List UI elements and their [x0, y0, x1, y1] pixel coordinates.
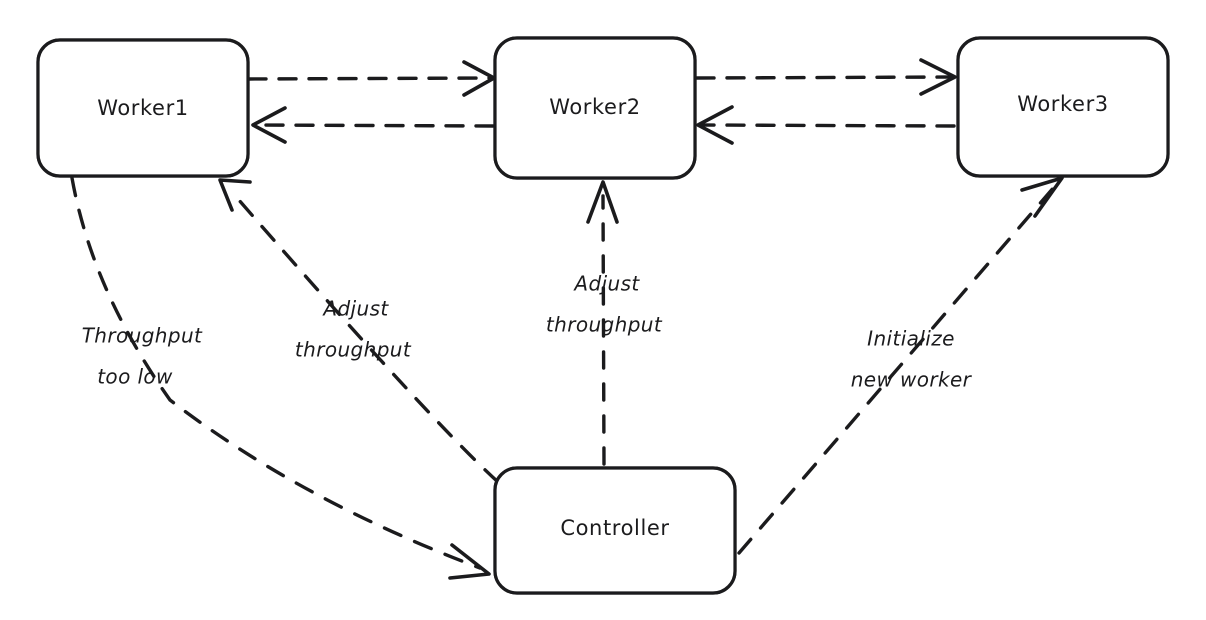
node-label-worker1: Worker1 [97, 96, 189, 120]
edge-controller-to-worker2[interactable] [586, 180, 619, 466]
edge-worker1-to-worker2[interactable] [247, 60, 496, 97]
node-worker2[interactable]: Worker2 [493, 36, 697, 180]
nodes-layer: Worker1 Worker2 Worker3 Controller [36, 36, 1170, 595]
edge-controller-to-worker1[interactable] [218, 178, 500, 484]
edge-label-initialize-new-worker-line2: new worker [851, 368, 973, 392]
node-label-worker2: Worker2 [549, 95, 641, 119]
edge-label-throughput-too-low: Throughput too low [82, 324, 203, 389]
edge-label-adjust-throughput-worker1-line2: throughput [295, 338, 412, 362]
edge-label-initialize-new-worker-line1: Initialize [867, 327, 955, 351]
edge-label-adjust-throughput-worker1-line1: Adjust [321, 297, 389, 321]
node-label-controller: Controller [560, 516, 669, 540]
edge-worker2-to-worker1[interactable] [251, 106, 495, 144]
node-controller[interactable]: Controller [493, 466, 737, 595]
edge-label-throughput-too-low-line1: Throughput [82, 324, 203, 348]
edge-label-throughput-too-low-line2: too low [97, 365, 173, 389]
edge-label-adjust-throughput-worker2: Adjust throughput [546, 272, 663, 337]
edge-labels-layer: Throughput too low Adjust throughput Adj… [82, 272, 973, 392]
node-worker1[interactable]: Worker1 [36, 38, 250, 178]
edge-label-adjust-throughput-worker2-line2: throughput [546, 313, 663, 337]
edge-label-initialize-new-worker: Initialize new worker [851, 327, 973, 392]
node-worker3[interactable]: Worker3 [956, 36, 1170, 178]
edge-label-adjust-throughput-worker1: Adjust throughput [295, 297, 412, 362]
edge-label-adjust-throughput-worker2-line1: Adjust [572, 272, 640, 296]
node-label-worker3: Worker3 [1017, 92, 1109, 116]
edge-controller-to-worker3[interactable] [737, 176, 1064, 555]
edge-worker2-to-worker3[interactable] [695, 58, 957, 96]
edge-worker1-to-controller[interactable] [70, 176, 491, 580]
edges-layer [70, 58, 1064, 580]
edge-worker3-to-worker2[interactable] [696, 105, 956, 145]
